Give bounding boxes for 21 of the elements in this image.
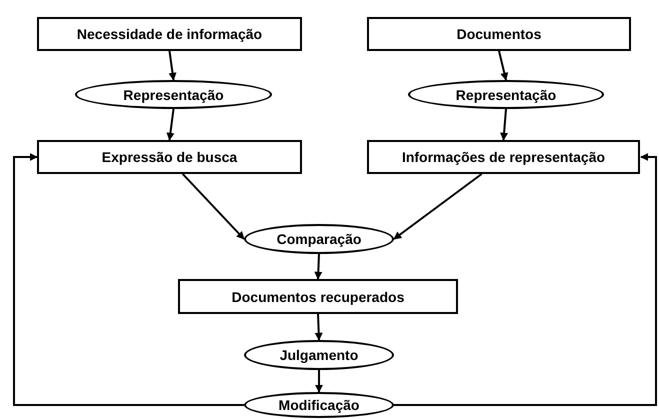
process-box: Expressão de busca — [37, 140, 302, 174]
arrow — [166, 108, 174, 141]
arrow — [314, 254, 322, 280]
arrow — [394, 153, 657, 406]
process-ellipse: Comparação — [244, 224, 394, 254]
arrow — [13, 153, 244, 406]
process-box: Documentos — [367, 17, 631, 51]
arrow — [393, 173, 482, 240]
process-ellipse: Julgamento — [244, 340, 394, 370]
process-box: Informações de representação — [367, 140, 640, 174]
arrow — [168, 50, 176, 81]
process-ellipse: Representação — [75, 80, 272, 109]
arrow — [498, 50, 508, 81]
arrow — [182, 173, 245, 240]
arrow — [314, 314, 323, 341]
arrow — [315, 370, 323, 393]
process-box: Necessidade de informação — [37, 17, 302, 51]
process-ellipse: Modificação — [244, 392, 394, 418]
arrow — [500, 108, 508, 141]
process-box: Documentos recuperados — [178, 279, 458, 314]
process-ellipse: Representação — [408, 80, 604, 109]
